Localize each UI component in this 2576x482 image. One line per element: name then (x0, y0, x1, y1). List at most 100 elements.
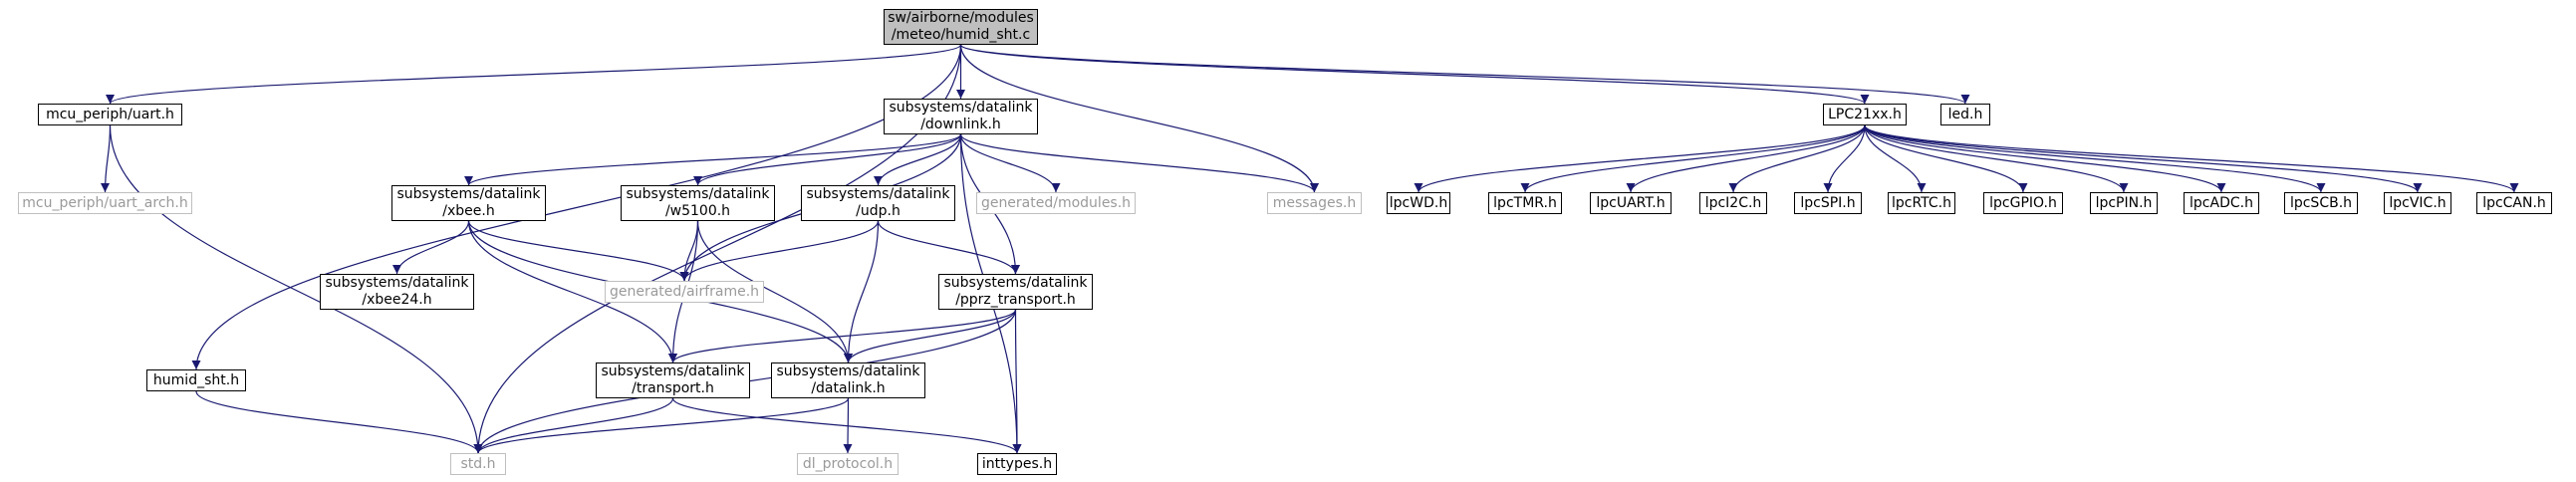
node-label: led.h (1947, 106, 1983, 122)
node-label: lpcGPIO.h (1989, 194, 2057, 211)
node-label: lpcADC.h (2190, 194, 2253, 211)
node-pprz-transport-h[interactable]: subsystems/datalink /pprz_transport.h (938, 274, 1093, 310)
edge-lpc21xx_h-to-lpctmr_h (1520, 124, 1866, 193)
edge-xbee_h-to-transport_h (467, 220, 677, 363)
node-lpcgpio-h[interactable]: lpcGPIO.h (1983, 192, 2063, 214)
node-humid-sht-c: sw/airborne/modules /meteo/humid_sht.c (884, 9, 1038, 45)
edge-transport_h-to-std_h (473, 397, 674, 454)
node-lpcspi-h[interactable]: lpcSPI.h (1794, 192, 1862, 214)
node-lpctmr-h[interactable]: lpcTMR.h (1488, 192, 1562, 214)
node-lpccan-h[interactable]: lpcCAN.h (2476, 192, 2552, 214)
node-uart-arch-h: mcu_periph/uart_arch.h (18, 192, 192, 214)
node-transport-h[interactable]: subsystems/datalink /transport.h (596, 362, 750, 398)
node-label-line: /meteo/humid_sht.c (891, 27, 1031, 43)
edge-udp_h-to-pprz_transport_h (877, 220, 1020, 275)
edge-lpc21xx_h-to-lpcscb_h (1864, 124, 2326, 193)
node-label-line: subsystems/datalink (806, 186, 950, 202)
node-lpci2c-h[interactable]: lpcI2C.h (1699, 192, 1767, 214)
dependency-edges (101, 44, 2519, 454)
edge-lpc21xx_h-to-lpcvic_h (1864, 124, 2423, 193)
node-w5100-h[interactable]: subsystems/datalink /w5100.h (621, 185, 775, 221)
edge-udp_h-to-generated_airframe_h (679, 220, 880, 282)
edge-downlink_h-to-w5100_h (693, 133, 962, 186)
node-label-line: subsystems/datalink (943, 275, 1088, 291)
edge-lpc21xx_h-to-lpcspi_h (1823, 124, 1866, 193)
node-lpcwd-h[interactable]: lpcWD.h (1387, 192, 1450, 214)
node-label-line: /xbee24.h (362, 292, 432, 308)
node-label: mcu_periph/uart_arch.h (22, 194, 188, 211)
edge-lpc21xx_h-to-lpccan_h (1864, 124, 2519, 193)
node-label-line: /udp.h (856, 203, 901, 219)
node-label-line: /w5100.h (664, 203, 731, 219)
node-xbee-h[interactable]: subsystems/datalink /xbee.h (391, 185, 546, 221)
edge-lpc21xx_h-to-lpcgpio_h (1864, 124, 2028, 193)
edge-humid_sht_c-to-messages_h (959, 44, 1319, 193)
node-lpcscb-h[interactable]: lpcSCB.h (2284, 192, 2358, 214)
edge-w5100_h-to-datalink_h (696, 220, 853, 363)
node-label-line: subsystems/datalink (776, 363, 920, 379)
edge-pprz_transport_h-to-inttypes_h (1012, 309, 1022, 454)
node-label: lpcCAN.h (2482, 194, 2546, 211)
node-std-h: std.h (450, 453, 506, 475)
node-dl-protocol-h: dl_protocol.h (797, 453, 899, 475)
edge-udp_h-to-datalink_h (844, 220, 880, 363)
node-humid-sht-h[interactable]: humid_sht.h (146, 369, 246, 391)
node-lpcadc-h[interactable]: lpcADC.h (2184, 192, 2259, 214)
node-label-line: subsystems/datalink (889, 100, 1033, 116)
node-label: generated/modules.h (980, 194, 1132, 211)
node-generated-airframe-h: generated/airframe.h (605, 281, 764, 303)
node-generated-modules-h: generated/modules.h (976, 192, 1136, 214)
node-lpc21xx-h[interactable]: LPC21xx.h (1823, 104, 1907, 125)
node-label: generated/airframe.h (609, 283, 760, 300)
node-label: messages.h (1272, 194, 1357, 211)
edge-pprz_transport_h-to-datalink_h (844, 309, 1017, 363)
node-lpcrtc-h[interactable]: lpcRTC.h (1888, 192, 1955, 214)
node-datalink-h[interactable]: subsystems/datalink /datalink.h (771, 362, 925, 398)
node-inttypes-h[interactable]: inttypes.h (977, 453, 1057, 475)
node-label: lpcUART.h (1596, 194, 1666, 211)
node-udp-h[interactable]: subsystems/datalink /udp.h (801, 185, 955, 221)
node-label: lpcVIC.h (2389, 194, 2447, 211)
node-downlink-h[interactable]: subsystems/datalink /downlink.h (884, 99, 1038, 134)
node-label: std.h (460, 455, 496, 472)
edge-uart_h-to-std_h (109, 124, 483, 454)
node-label-line: /datalink.h (811, 380, 886, 396)
node-xbee24-h[interactable]: subsystems/datalink /xbee24.h (320, 274, 474, 310)
edge-lpc21xx_h-to-lpcrtc_h (1864, 124, 1927, 193)
edge-xbee_h-to-xbee24_h (392, 220, 470, 275)
edge-humid_sht_h-to-std_h (195, 390, 483, 454)
node-lpcuart-h[interactable]: lpcUART.h (1590, 192, 1672, 214)
node-label: mcu_periph/uart.h (46, 106, 174, 122)
node-label: lpcI2C.h (1704, 194, 1762, 211)
edge-lpc21xx_h-to-lpci2c_h (1728, 124, 1866, 193)
node-label-line: /transport.h (632, 380, 714, 396)
node-led-h[interactable]: led.h (1940, 104, 1990, 125)
edge-humid_sht_c-to-led_h (959, 44, 1970, 105)
edge-uart_h-to-uart_arch_h (101, 124, 112, 193)
node-label: lpcSPI.h (1800, 194, 1856, 211)
edge-downlink_h-to-generated_modules_h (959, 133, 1061, 193)
node-label-line: subsystems/datalink (325, 275, 469, 291)
node-label-line: subsystems/datalink (601, 363, 745, 379)
node-label: inttypes.h (981, 455, 1053, 472)
node-label-line: subsystems/datalink (396, 186, 541, 202)
edge-humid_sht_c-to-lpc21xx_h (959, 44, 1870, 105)
node-label: lpcPIN.h (2095, 194, 2153, 211)
edge-datalink_h-to-std_h (473, 397, 850, 454)
node-label: lpcTMR.h (1493, 194, 1557, 211)
node-label-line: /xbee.h (442, 203, 495, 219)
node-label: lpcSCB.h (2289, 194, 2353, 211)
node-lpcvic-h[interactable]: lpcVIC.h (2384, 192, 2451, 214)
edge-transport_h-to-inttypes_h (671, 397, 1022, 454)
edge-downlink_h-to-messages_h (959, 133, 1319, 193)
edge-lpc21xx_h-to-lpcadc_h (1864, 124, 2226, 193)
edge-humid_sht_c-to-uart_h (106, 44, 962, 105)
node-label-line: /downlink.h (920, 117, 1001, 132)
node-lpcpin-h[interactable]: lpcPIN.h (2090, 192, 2158, 214)
edge-datalink_h-to-dl_protocol_h (843, 397, 853, 454)
edge-downlink_h-to-udp_h (874, 133, 962, 186)
edge-lpc21xx_h-to-lpcuart_h (1626, 124, 1866, 193)
node-uart-h[interactable]: mcu_periph/uart.h (38, 104, 182, 125)
edge-pprz_transport_h-to-transport_h (668, 309, 1017, 363)
